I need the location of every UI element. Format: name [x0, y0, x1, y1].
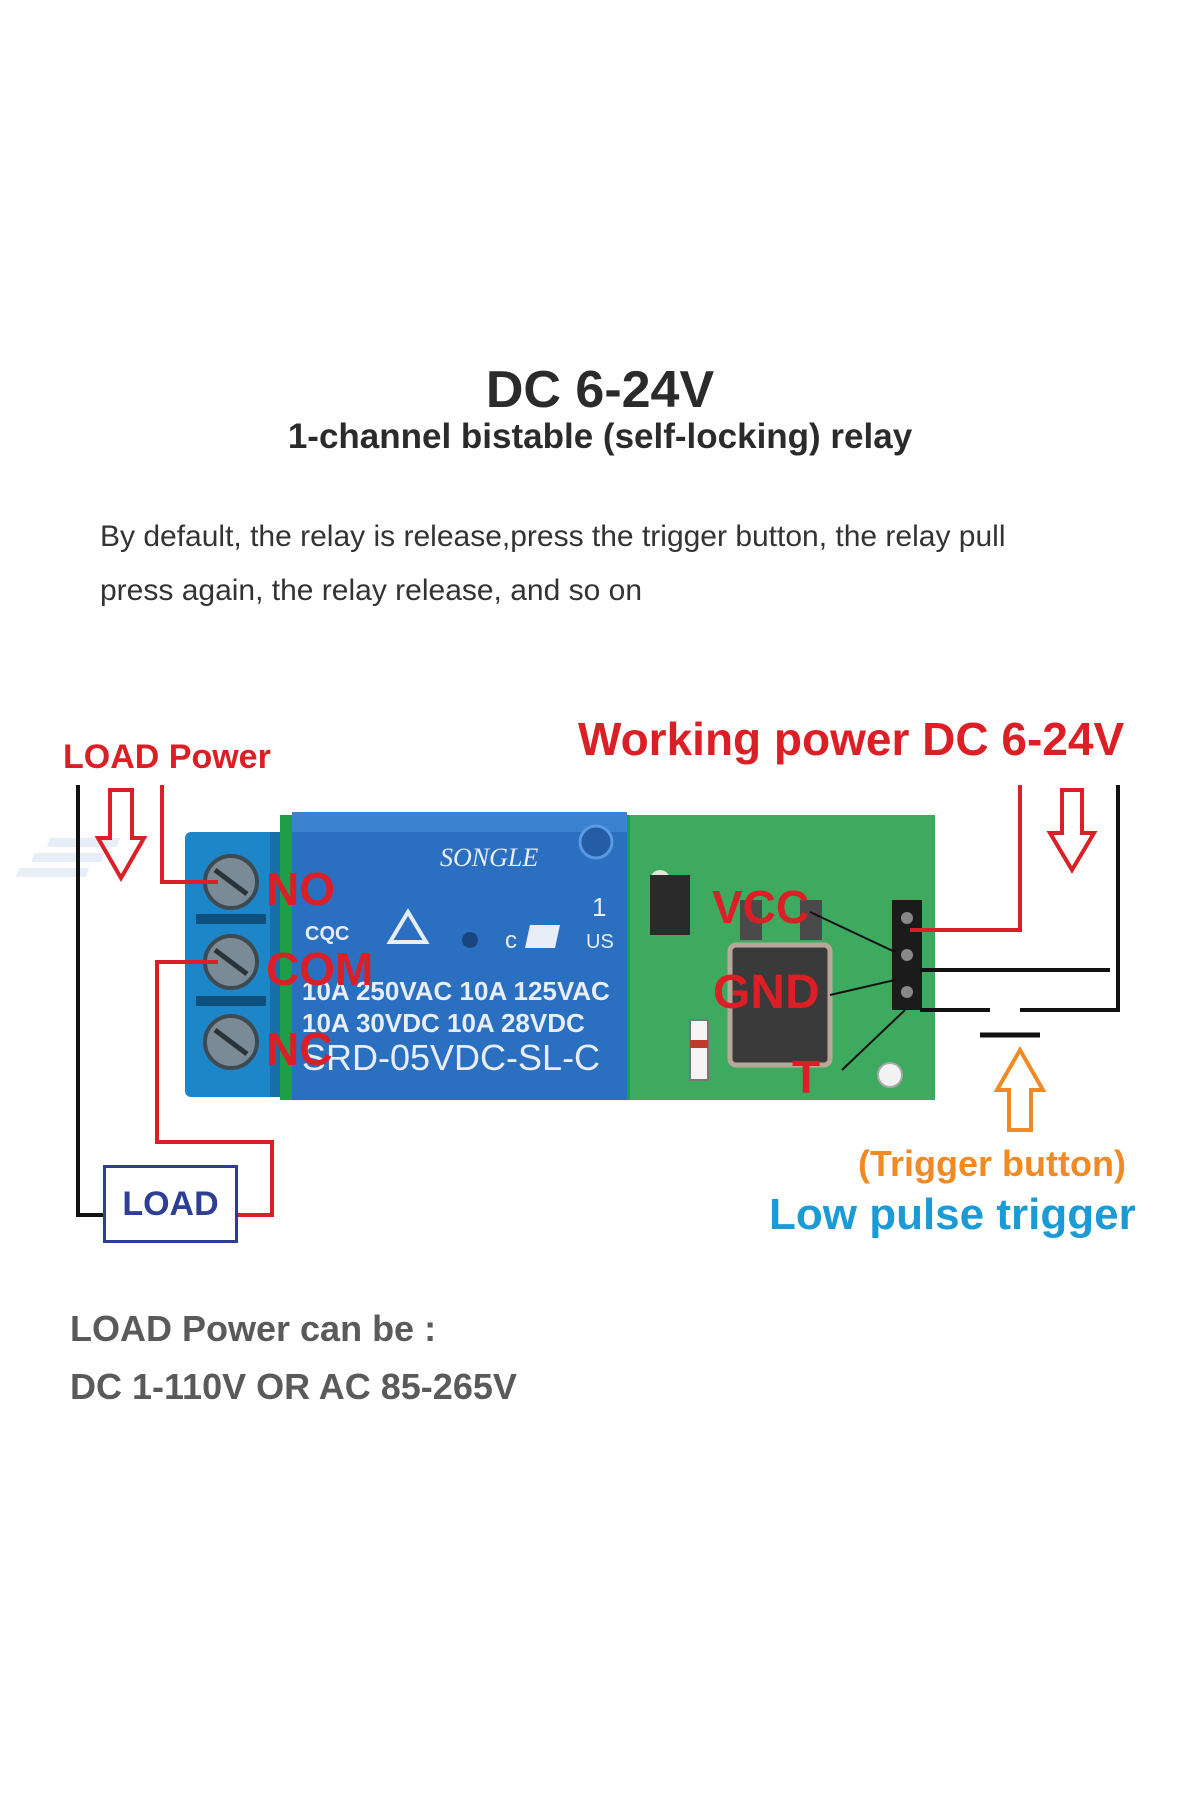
us-mark: US — [586, 931, 614, 953]
c-mark: c — [505, 927, 517, 954]
low-pulse-trigger-label: Low pulse trigger — [769, 1190, 1136, 1239]
mosfet-icon — [727, 942, 833, 1068]
load-power-arrow-icon — [94, 788, 148, 883]
relay-component: SONGLE CQC c US 1 10A 250VAC 10A 125VAC … — [15, 812, 627, 1100]
songle-logo-icon — [15, 838, 120, 877]
description-line-1: By default, the relay is release,press t… — [100, 520, 1006, 553]
load-power-note: LOAD Power can be : — [70, 1308, 437, 1349]
relay-brand-label: SONGLE — [440, 843, 538, 872]
load-wire-com — [155, 960, 274, 1217]
load-box: LOAD — [103, 1165, 238, 1243]
load-power-label: LOAD Power — [63, 738, 271, 776]
warning-triangle-icon — [386, 908, 430, 944]
terminal-com-label: COM — [266, 943, 374, 995]
load-power-wire-black — [76, 785, 103, 1217]
description-line-2: press again, the relay release, and so o… — [100, 574, 643, 607]
working-power-arrow-icon — [1046, 788, 1098, 874]
ic-chip-icon — [650, 875, 690, 935]
page-subtitle: 1-channel bistable (self-locking) relay — [287, 417, 913, 456]
pin-t-label: T — [792, 1051, 821, 1103]
relay-model-label: SRD-05VDC-SL-C — [302, 1037, 600, 1078]
terminal-nc-label: NC — [266, 1023, 333, 1075]
terminal-no-label: NO — [266, 863, 335, 915]
trigger-button-label: (Trigger button) — [858, 1143, 1126, 1184]
vcc-wire — [910, 785, 1022, 932]
relay-number: 1 — [592, 892, 606, 922]
relay-spec-line-2: 10A 30VDC 10A 28VDC — [302, 1008, 585, 1038]
ul-mark-icon — [525, 925, 560, 948]
load-power-wire-no — [160, 785, 218, 884]
working-power-label: Working power DC 6-24V — [578, 713, 1125, 765]
trigger-up-arrow-icon — [993, 1045, 1047, 1132]
pin-gnd-label: GND — [713, 966, 820, 1019]
load-power-values: DC 1-110V OR AC 85-265V — [70, 1366, 517, 1407]
relay-spec-line-1: 10A 250VAC 10A 125VAC — [302, 976, 610, 1006]
cqc-mark: CQC — [305, 923, 349, 945]
gnd-wire-outer — [1020, 785, 1120, 1012]
page-title: DC 6-24V — [485, 361, 715, 419]
diode-icon — [689, 1019, 709, 1081]
pin-vcc-label: VCC — [712, 881, 810, 933]
